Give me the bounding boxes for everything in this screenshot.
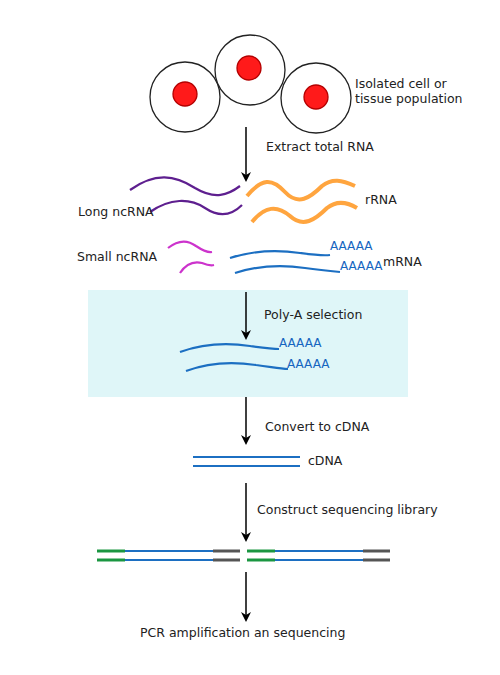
diagram-label: PCR amplification an sequencing xyxy=(140,625,345,640)
diagram-label: rRNA xyxy=(365,192,397,207)
diagram-label: Convert to cDNA xyxy=(265,419,369,434)
small-ncrna xyxy=(168,242,214,273)
rrna xyxy=(247,181,357,222)
poly-a-tail: AAAAA xyxy=(287,357,329,372)
diagram-label: Isolated cell or tissue population xyxy=(355,76,480,106)
diagram-label: mRNA xyxy=(383,254,422,269)
diagram-label: cDNA xyxy=(308,453,342,468)
selection-band: Poly-A selectionAAAAA AAAAA xyxy=(88,290,408,397)
cdna xyxy=(193,457,300,466)
diagram-label: Long ncRNA xyxy=(78,204,154,219)
poly-a-tail: AAAAA xyxy=(279,336,321,351)
diagram-label: Small ncRNA xyxy=(77,249,157,264)
library-fragments xyxy=(97,551,390,560)
cells xyxy=(150,35,351,133)
mrna xyxy=(230,251,340,273)
diagram-label: AAAAA xyxy=(330,239,372,254)
diagram-label: Extract total RNA xyxy=(266,139,374,154)
diagram-label: Construct sequencing library xyxy=(257,502,438,517)
step-label: Poly-A selection xyxy=(264,307,362,322)
diagram-label: AAAAA xyxy=(340,259,382,274)
